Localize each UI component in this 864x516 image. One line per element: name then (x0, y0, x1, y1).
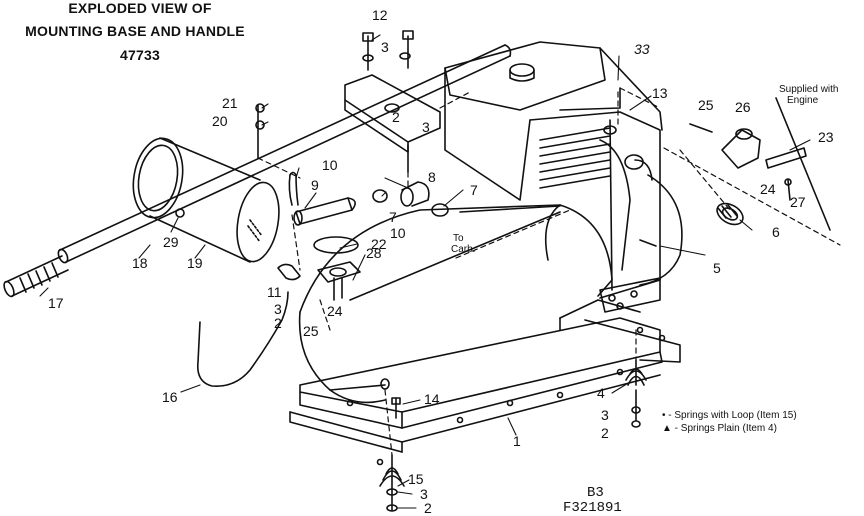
callout-2: 2 (392, 109, 400, 125)
muffler (127, 134, 284, 264)
callout-7: 7 (470, 182, 478, 198)
bolt-5 (640, 240, 656, 246)
callout-24: 24 (760, 181, 776, 197)
drawing-number: F321891 (563, 500, 622, 516)
callout-6: 6 (772, 224, 780, 240)
callout-21: 21 (222, 95, 238, 111)
callout-33: 33 (634, 41, 650, 57)
callout-24: 24 (327, 303, 343, 319)
callout-3: 3 (420, 486, 428, 502)
callout-19: 19 (187, 255, 203, 271)
fasteners-21-20 (256, 104, 264, 158)
fan-guard-6 (713, 199, 746, 229)
handle-bar (56, 45, 510, 264)
callout-16: 16 (162, 389, 178, 405)
callout-3: 3 (422, 119, 430, 135)
callout-20: 20 (212, 113, 228, 129)
generator-cylinder (300, 205, 612, 402)
elbow-and-clamps (373, 182, 448, 216)
legend-loop: • - Springs with Loop (Item 15) (662, 410, 797, 421)
engine (445, 42, 682, 312)
callout-1: 1 (513, 433, 521, 449)
callout-9: 9 (311, 177, 319, 193)
callout-27: 27 (790, 194, 806, 210)
callout-10: 10 (390, 225, 406, 241)
gasket-flange (314, 237, 360, 300)
regulator-assembly (690, 98, 830, 230)
spring-loop-15 (380, 455, 404, 511)
callout-2: 2 (601, 425, 609, 441)
callout-10: 10 (322, 157, 338, 173)
exhaust-tube (289, 173, 355, 226)
callout-2: 2 (274, 315, 282, 331)
callout-14: 14 (424, 391, 440, 407)
callout-2: 2 (424, 500, 432, 516)
supplied-with-note: Supplied with (779, 84, 839, 95)
base-frame (290, 300, 680, 465)
callout-3: 3 (381, 39, 389, 55)
callout-3: 3 (601, 407, 609, 423)
bracket-upper (345, 75, 440, 172)
callout-26: 26 (735, 99, 751, 115)
callout-12: 12 (372, 7, 388, 23)
title-part-number: 47733 (120, 47, 160, 63)
callout-29: 29 (163, 234, 179, 250)
title-line-1: EXPLODED VIEW OF (68, 0, 212, 16)
callout-17: 17 (48, 295, 64, 311)
supplied-engine-note: Engine (787, 95, 819, 106)
title-line-2: MOUNTING BASE AND HANDLE (25, 23, 245, 39)
callout-13: 13 (652, 85, 668, 101)
callout-7: 7 (389, 209, 397, 225)
bolt-14 (392, 398, 400, 418)
callout-3: 3 (274, 301, 282, 317)
callout-8: 8 (428, 169, 436, 185)
callout-4: 4 (597, 385, 605, 401)
to-carb-label-to: To (453, 233, 464, 244)
callout-25: 25 (303, 323, 319, 339)
legend-plain: ▲ - Springs Plain (Item 4) (662, 423, 777, 434)
clip-11 (278, 264, 300, 279)
figure-code: B3 (587, 485, 604, 501)
callout-25: 25 (698, 97, 714, 113)
callout-28: 28 (366, 245, 382, 261)
callout-5: 5 (713, 260, 721, 276)
bolts-12 (363, 31, 413, 70)
callout-15: 15 (408, 471, 424, 487)
handle-grip (2, 256, 68, 298)
to-carb-label-carb: Carb. (451, 244, 476, 255)
callout-18: 18 (132, 255, 148, 271)
callout-11: 11 (267, 284, 282, 300)
callout-23: 23 (818, 129, 834, 145)
callout-22: 22 (371, 236, 387, 252)
cable-16 (198, 292, 288, 386)
